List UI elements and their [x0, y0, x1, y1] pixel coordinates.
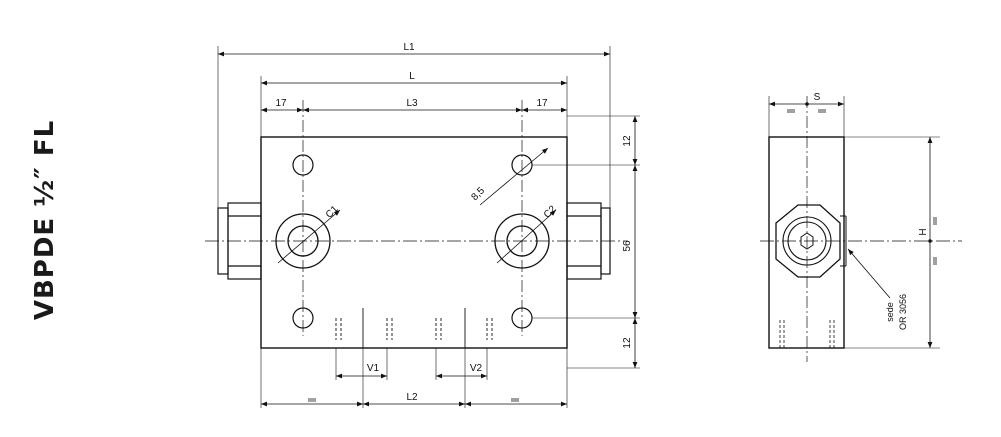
label-L1: L1 [403, 42, 415, 53]
port-c2-inner [506, 225, 538, 257]
label-12-top: 12 [622, 135, 633, 147]
hidden-passages [335, 308, 493, 348]
label-L2: L2 [406, 392, 418, 403]
label-H: H [918, 228, 929, 235]
hex-plug [775, 204, 841, 278]
label-56: 56 [622, 240, 633, 252]
label-hole: 8,5 [469, 185, 487, 203]
equal-marks [308, 398, 519, 402]
port-c1-outer [275, 213, 331, 269]
right-fitting [566, 202, 611, 280]
left-fitting [217, 202, 262, 280]
side-view [760, 96, 962, 362]
seat-leader [847, 248, 891, 299]
label-12-bottom: 12 [622, 337, 633, 349]
dimension-lines [218, 51, 638, 407]
label-seat-1: sede [885, 302, 895, 322]
label-V2: V2 [470, 363, 483, 374]
mounting-hole-top-left [292, 154, 314, 176]
mounting-hole-bottom-left [292, 307, 314, 329]
label-C1: C1 [324, 204, 341, 221]
side-body [768, 136, 845, 349]
port-c2-outer [494, 213, 550, 269]
label-L3: L3 [406, 98, 418, 109]
label-L: L [409, 71, 415, 82]
plug-outer-ring [782, 216, 832, 266]
c2-leader [496, 209, 557, 264]
front-view-labels: L1 L 17 L3 17 8,5 C1 C2 12 56 12 V1 V2 L… [275, 42, 633, 403]
front-view [205, 46, 640, 408]
label-S: S [814, 92, 821, 103]
plug-inner-ring [787, 221, 827, 261]
label-C2: C2 [542, 204, 559, 221]
label-17-right: 17 [536, 98, 548, 109]
label-17-left: 17 [275, 98, 287, 109]
label-V1: V1 [367, 363, 380, 374]
plug-socket [800, 232, 814, 250]
label-seat-2: OR 3056 [898, 294, 908, 330]
hole-leader [479, 147, 549, 206]
c1-leader [277, 209, 341, 264]
side-view-labels: S H sede OR 3056 [814, 92, 929, 330]
port-c1-inner [287, 225, 319, 257]
valve-body [260, 136, 568, 349]
